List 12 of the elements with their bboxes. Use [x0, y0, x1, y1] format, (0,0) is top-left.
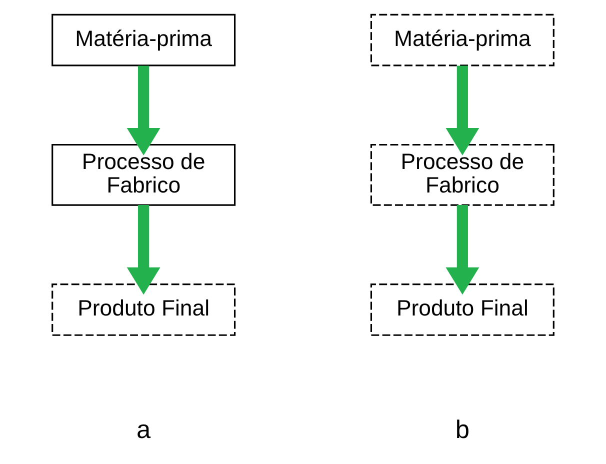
node-box: Matéria-prima: [370, 14, 554, 66]
node-box: Processo de Fabrico: [370, 144, 554, 206]
arrow: [446, 205, 480, 295]
label: b: [455, 416, 470, 444]
node-box: Produto Final: [370, 284, 554, 336]
arrow: [126, 205, 160, 295]
node-box: Produto Final: [52, 284, 236, 336]
arrow: [126, 66, 160, 156]
node-box: Processo de Fabrico: [52, 144, 236, 206]
arrow: [446, 66, 480, 156]
node-box: Matéria-prima: [52, 14, 236, 66]
label: a: [136, 416, 151, 444]
